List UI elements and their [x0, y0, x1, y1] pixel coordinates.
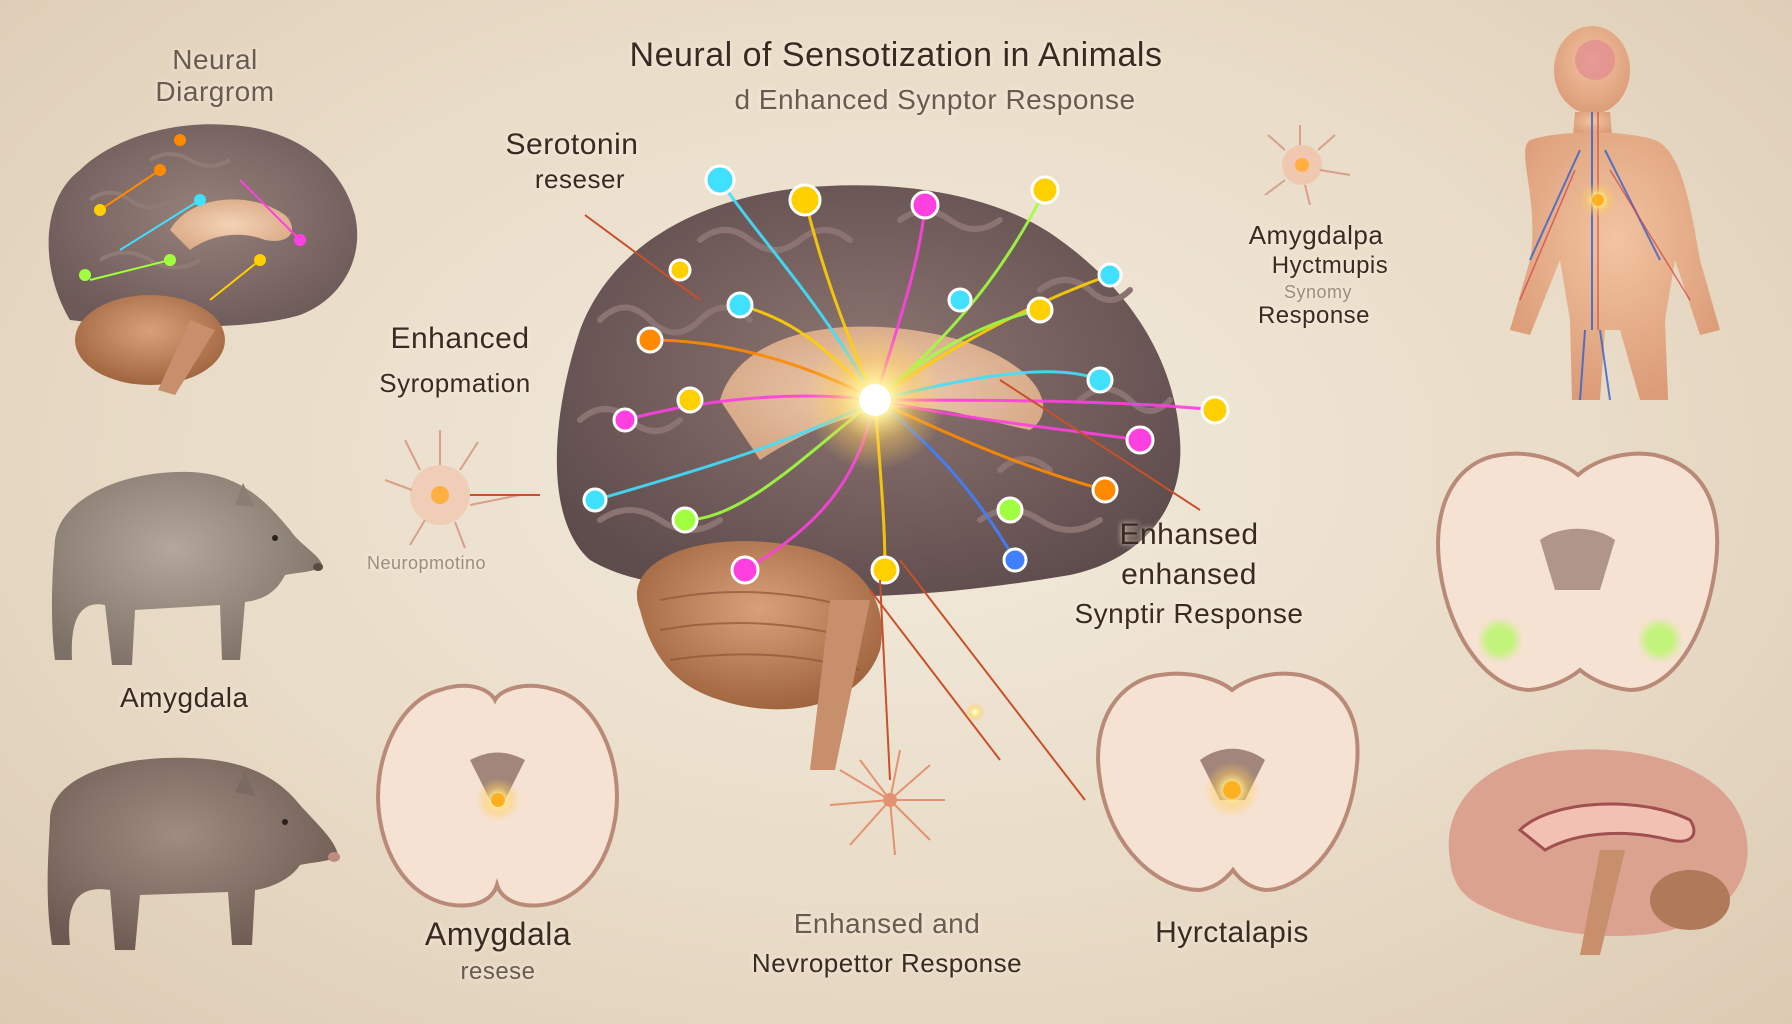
label-amygdalpa-3: Synomy: [1283, 282, 1353, 302]
label-amygdala-bottom: Amygdala: [424, 916, 572, 952]
label-amygdalpa-2: Hyctmupis: [1271, 252, 1389, 279]
neuron-illustration-top-right: [1264, 125, 1351, 206]
neuron-illustration-left: [384, 430, 540, 549]
small-brain-diagram: [48, 124, 358, 395]
label-enhanced-synoptation-1: Enhanced: [390, 322, 530, 355]
label-enhansed-1: Enhansed: [1119, 518, 1259, 551]
label-serotonin-2: reseser: [534, 164, 626, 194]
label-amygdala-upper: Amygdala: [120, 682, 249, 713]
pointer-lines: [584, 214, 1201, 801]
label-serotonin-1: Serotonin: [505, 128, 639, 161]
central-brain: [556, 164, 1230, 770]
animal-illustration-upper: [51, 471, 323, 665]
page-subtitle: d Enhanced Synptor Response: [734, 84, 1136, 115]
label-enhanced-synoptation-2: Syropmation: [379, 368, 531, 398]
label-neurotransmitter: Neuropmotino: [367, 553, 487, 573]
neuron-illustration-bottom: [829, 749, 945, 856]
label-enhansed-and-2: Nevropettor Response: [751, 948, 1023, 978]
label-neural-diagram-2: Diargrom: [155, 76, 275, 107]
page-title: Neural of Sensotization in Animals: [629, 36, 1163, 74]
sagittal-brain-right: [1448, 749, 1748, 955]
label-amygdalpa-4: Response: [1257, 302, 1371, 329]
label-amygdala-bottom-sub: resese: [460, 958, 536, 985]
label-enhansed-and-1: Enhansed and: [793, 908, 981, 939]
label-enhansed-2: enhansed: [1121, 558, 1257, 591]
brain-slice-bottom-right: [1096, 671, 1360, 893]
human-figure: [1510, 26, 1720, 401]
label-amygdalpa-1: Amygdalpa: [1248, 220, 1384, 250]
label-neural-diagram-1: Neural: [172, 44, 258, 75]
label-hyrctalapis: Hyrctalapis: [1155, 916, 1309, 949]
animal-illustration-lower: [47, 757, 340, 950]
brain-slice-bottom-left: [376, 683, 619, 908]
label-enhansed-3: Synptir Response: [1074, 598, 1304, 629]
brain-slice-right: [1436, 451, 1720, 693]
